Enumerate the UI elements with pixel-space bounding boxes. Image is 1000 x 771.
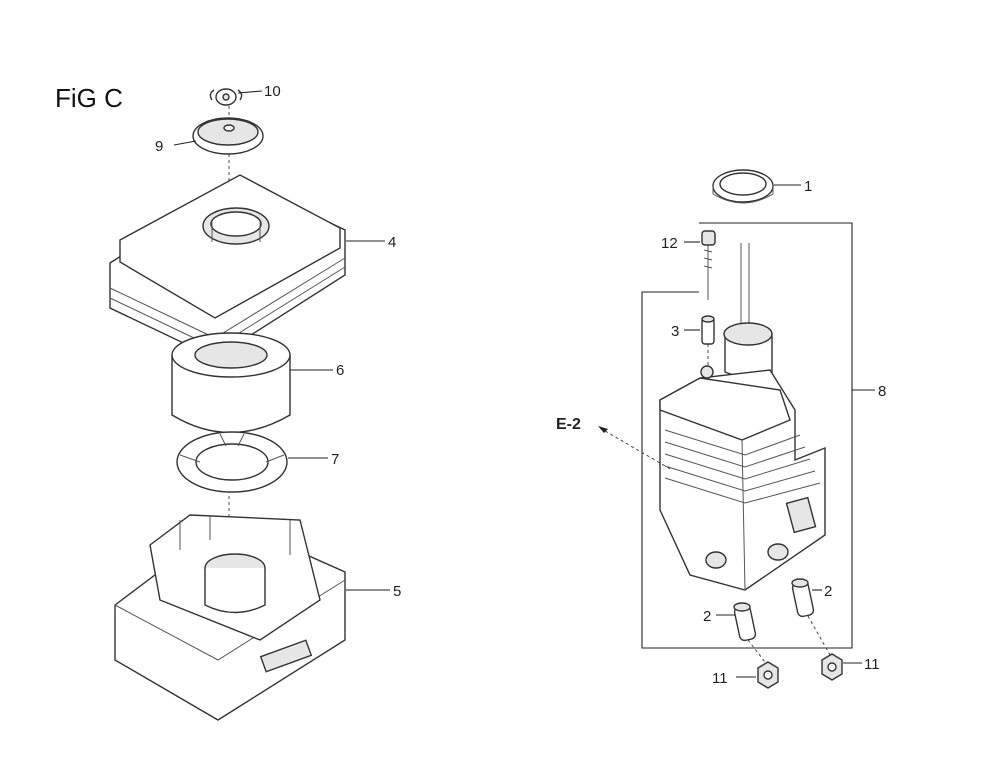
tank-assy-bracket [641,222,853,649]
wing-nut-part [209,88,243,106]
pin-right-part [791,578,815,618]
nut-right-part [821,653,843,681]
callout-7: 7 [331,451,339,468]
callout-3: 3 [671,323,679,340]
callout-2-left: 2 [703,608,711,625]
air-cleaner-assembly: 10 9 4 6 [109,83,401,721]
fuel-tank-assembly: 1 8 12 3 [556,169,886,689]
callout-2-right: 2 [824,583,832,600]
callout-5: 5 [393,583,401,600]
ref-e2: E-2 [556,416,581,433]
air-cleaner-cover-part [109,174,346,359]
callout-12: 12 [661,235,678,252]
air-filter-element-part [171,332,291,434]
callout-6: 6 [336,362,344,379]
callout-9: 9 [155,138,163,155]
callout-8: 8 [878,383,886,400]
ref-e2-arrow [598,426,608,433]
fuel-tank-body-part [659,243,826,591]
bolt-part [701,230,716,300]
callout-11-right: 11 [864,656,880,673]
callout-11-left: 11 [712,670,728,687]
callout-4: 4 [388,234,396,251]
callout-1: 1 [804,178,812,195]
washer-part [192,117,264,155]
grommet-part [176,431,288,493]
figure-title: FiG C [55,83,123,113]
cap-gasket-part [712,169,774,204]
callout-10: 10 [264,83,281,100]
pin-left-part [733,602,757,642]
nut-left-part [757,661,779,689]
air-cleaner-case-part [114,514,346,721]
ref-e2-leader [599,427,673,471]
collar-part [701,315,715,345]
